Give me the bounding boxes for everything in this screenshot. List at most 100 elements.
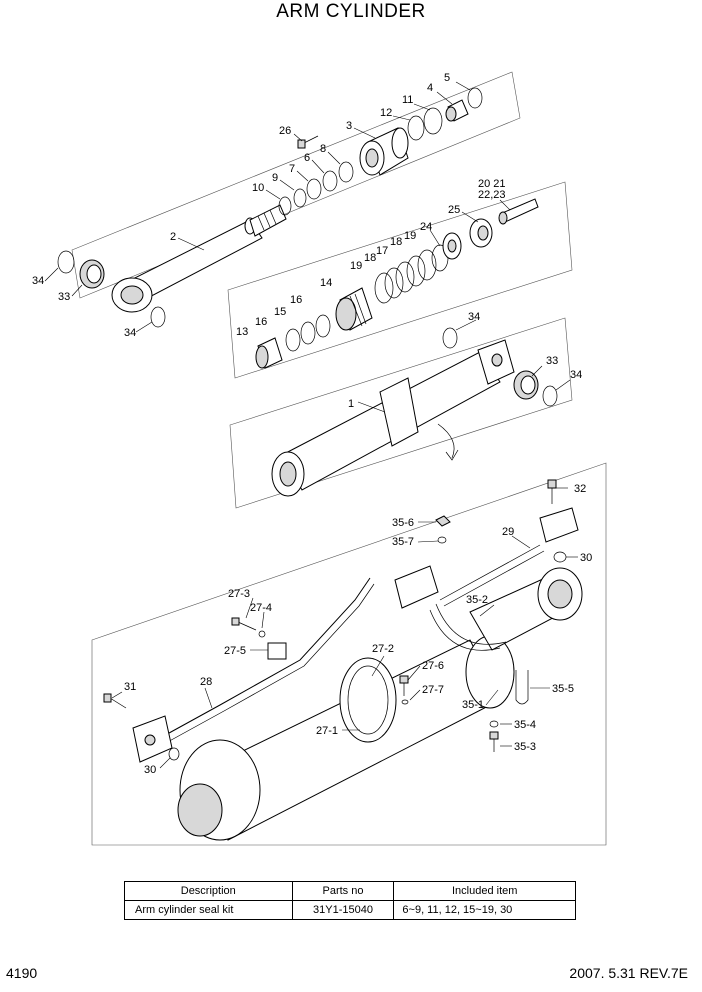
label-22-23: 22,23 <box>478 189 506 201</box>
cell-included-item: 6~9, 11, 12, 15~19, 30 <box>393 900 576 920</box>
oring-11 <box>423 107 443 135</box>
bolt-27-3 <box>231 617 257 631</box>
ring-8 <box>338 161 354 183</box>
label-27-3: 27-3 <box>228 588 250 600</box>
col-included-item: Included item <box>393 881 576 901</box>
table-header-row: Description Parts no Included item <box>124 881 576 901</box>
rod-cover-part <box>359 127 409 176</box>
nut-25 <box>442 232 462 260</box>
pipe-28 <box>159 577 375 745</box>
col-parts-no: Parts no <box>291 881 395 901</box>
rod-bushing-33 <box>79 259 105 289</box>
label-29: 29 <box>502 526 514 538</box>
label-32: 32 <box>574 483 586 495</box>
label-9: 9 <box>272 172 278 184</box>
nut-assembly <box>469 218 493 248</box>
label-19-a: 19 <box>350 260 362 272</box>
label-27-5: 27-5 <box>224 645 246 657</box>
label-35-1: 35-1 <box>462 699 484 711</box>
label-27-7: 27-7 <box>422 684 444 696</box>
bolt-27-6 <box>399 675 409 696</box>
label-35-5: 35-5 <box>552 683 574 695</box>
pipe-29 <box>439 544 545 607</box>
label-8: 8 <box>320 143 326 155</box>
label-35-3: 35-3 <box>514 741 536 753</box>
ring-9 <box>293 188 307 208</box>
frame-tube-group <box>229 317 573 509</box>
ubolt-35-5 <box>515 670 529 705</box>
label-27-2: 27-2 <box>372 643 394 655</box>
label-1: 1 <box>348 398 354 410</box>
label-27-6: 27-6 <box>422 660 444 672</box>
snap-ring-5 <box>467 87 483 109</box>
label-13: 13 <box>236 326 248 338</box>
label-15: 15 <box>274 306 286 318</box>
bolt-31 <box>103 693 127 709</box>
ring-10 <box>278 196 292 216</box>
label-33-b: 33 <box>546 355 558 367</box>
label-34-c: 34 <box>468 311 480 323</box>
label-27-1: 27-1 <box>316 725 338 737</box>
dust-seal-34-rod <box>150 306 166 328</box>
page-title: ARM CYLINDER <box>276 1 426 22</box>
label-33-a: 33 <box>58 291 70 303</box>
label-19-b: 19 <box>404 230 416 242</box>
label-17: 17 <box>376 245 388 257</box>
label-6: 6 <box>304 152 310 164</box>
check-valve-20-23 <box>498 198 539 225</box>
dust-seal-34-tube-b <box>542 385 558 407</box>
label-10: 10 <box>252 182 264 194</box>
ring-16a <box>285 328 301 352</box>
flange-left <box>132 715 173 763</box>
socket-bolt-26 <box>297 135 319 149</box>
ring-18b <box>406 255 426 287</box>
flange-32 <box>539 507 579 543</box>
page-number: 4190 <box>6 965 38 981</box>
label-4: 4 <box>427 82 433 94</box>
ring-7 <box>306 178 322 200</box>
dust-seal-34-left <box>57 250 75 274</box>
frame-head-group <box>71 71 521 299</box>
label-35-2: 35-2 <box>466 594 488 606</box>
label-35-6: 35-6 <box>392 517 414 529</box>
assembly-arrow <box>437 423 459 461</box>
ring-6 <box>322 170 338 192</box>
label-20-21: 20 21 <box>478 178 506 190</box>
col-description: Description <box>124 881 293 901</box>
rod-end-bracket <box>469 567 583 651</box>
label-34-b: 34 <box>124 327 136 339</box>
label-34-a: 34 <box>32 275 44 287</box>
label-7: 7 <box>289 163 295 175</box>
exploded-parts-diagram: 5 4 11 12 3 26 8 6 7 9 10 2 34 33 34 20 … <box>32 71 607 846</box>
label-34-d: 34 <box>570 369 582 381</box>
label-11: 11 <box>402 94 413 106</box>
cylinder-tube-1 <box>271 339 515 497</box>
label-30-b: 30 <box>144 764 156 776</box>
cell-description: Arm cylinder seal kit <box>124 900 293 920</box>
bolt-32 <box>547 479 557 504</box>
label-5: 5 <box>444 72 450 84</box>
clamp-27-5 <box>267 642 287 660</box>
label-18-a: 18 <box>364 252 376 264</box>
label-31: 31 <box>124 681 136 693</box>
label-27-4: 27-4 <box>250 602 272 614</box>
washer-27-4 <box>258 630 266 638</box>
ring-17 <box>395 261 415 293</box>
ring-19b <box>417 249 437 281</box>
clamp-27-1 <box>339 657 397 743</box>
label-24: 24 <box>420 221 432 233</box>
washer-35-4 <box>489 720 499 728</box>
seal-kit-table: Description Parts no Included item Arm c… <box>124 881 576 920</box>
ring-12 <box>407 115 425 141</box>
oring-30-bottom <box>168 747 180 761</box>
ring-15 <box>300 321 316 345</box>
label-35-4: 35-4 <box>514 719 536 731</box>
frame-piping-group <box>91 462 607 846</box>
label-12: 12 <box>380 107 392 119</box>
cell-parts-no: 31Y1-15040 <box>291 900 395 920</box>
revision-date: 2007. 5.31 REV.7E <box>569 965 688 981</box>
washer-35-7 <box>437 536 447 544</box>
label-35-7: 35-7 <box>392 536 414 548</box>
label-14: 14 <box>320 277 332 289</box>
bushing-33-tube <box>513 370 539 400</box>
